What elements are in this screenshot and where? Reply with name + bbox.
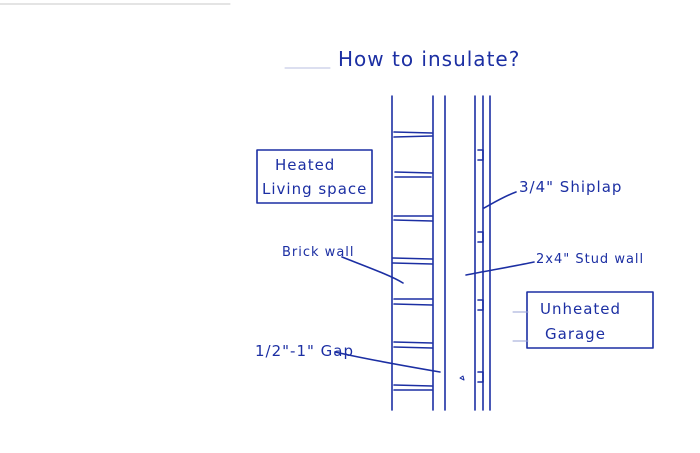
unheated-label-line1: Unheated: [540, 300, 621, 318]
title: How to insulate?: [338, 47, 520, 71]
stud-wall-label: 2x4" Stud wall: [536, 252, 644, 267]
brick-wall: [391, 95, 434, 411]
gap-leader: [334, 351, 441, 373]
heated-label-line1: Heated: [275, 156, 335, 174]
brick-wall-label: Brick wall: [282, 245, 355, 260]
gap-label: 1/2"-1" Gap: [255, 342, 354, 360]
heated-space-box: [256, 149, 373, 204]
heated-label-line2: Living space: [262, 180, 367, 198]
unheated-label-line2: Garage: [545, 325, 606, 343]
stud-wall-leader: [465, 261, 535, 276]
shiplap-leader: [483, 191, 517, 209]
gap-mark: [459, 375, 465, 381]
shiplap-boards: [477, 95, 491, 411]
brick-wall-leader: [341, 256, 404, 284]
unheated-garage-box: [526, 291, 654, 349]
shiplap-label: 3/4" Shiplap: [519, 178, 622, 196]
stud-wall: [444, 95, 476, 411]
